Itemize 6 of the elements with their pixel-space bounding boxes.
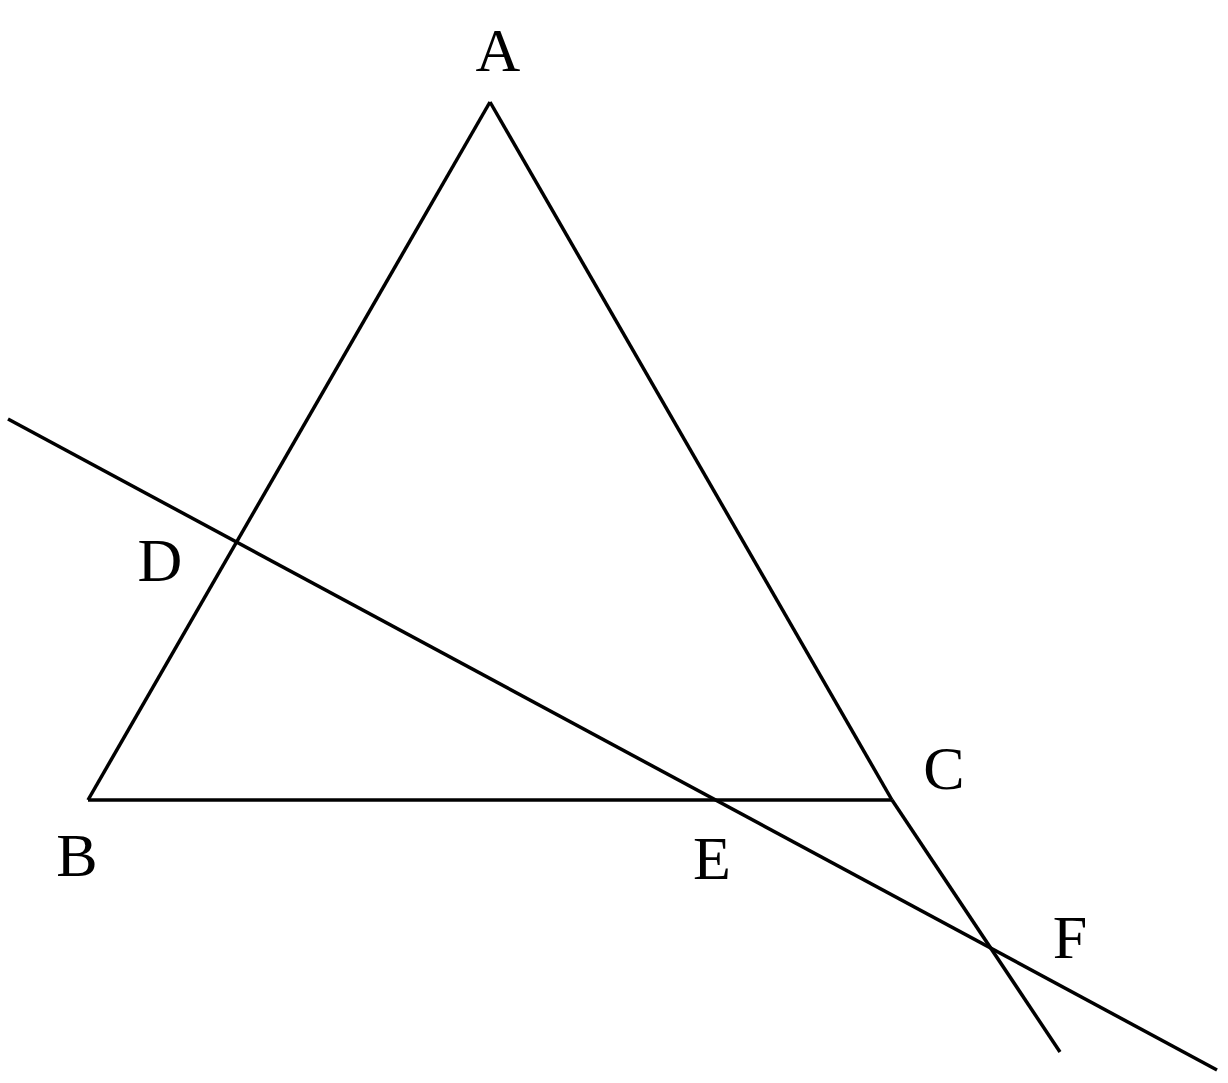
point-label: C	[923, 737, 965, 799]
point-label: D	[137, 529, 183, 591]
point-label: B	[56, 824, 98, 886]
point-label: E	[693, 827, 731, 889]
point-label: F	[1052, 906, 1088, 968]
point-label: A	[475, 19, 521, 81]
